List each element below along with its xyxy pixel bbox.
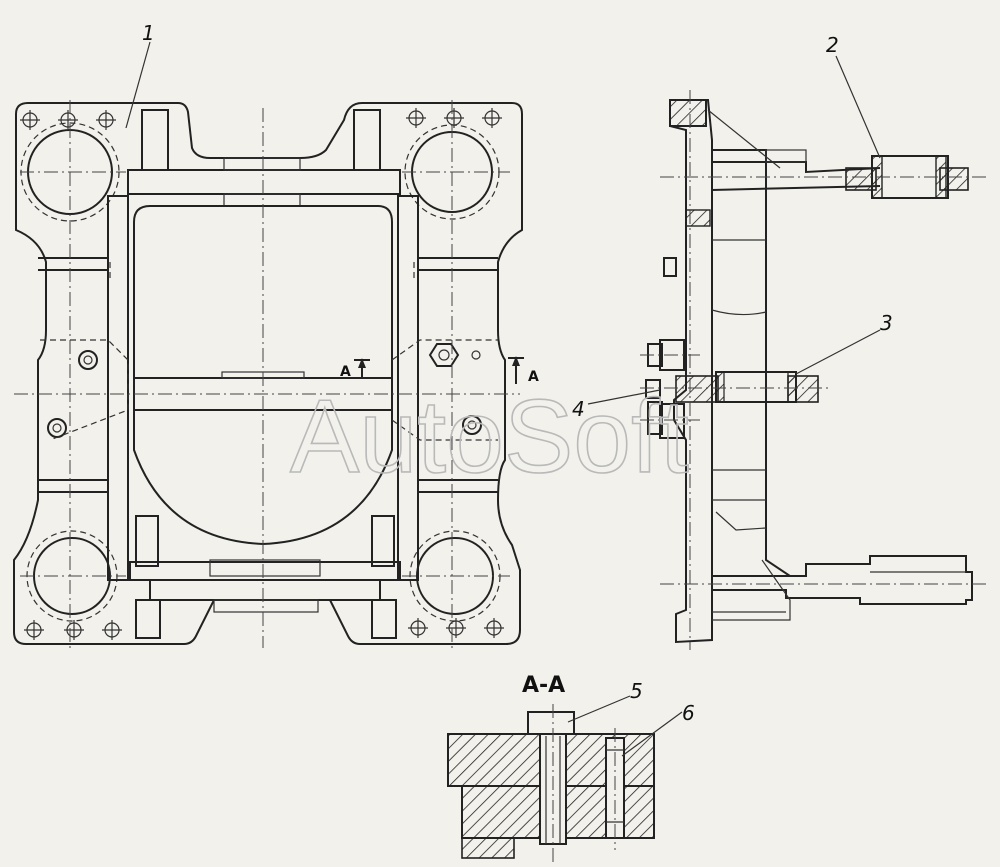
bushing-3-assembly <box>645 339 819 439</box>
watermark-text: AutoSoft <box>290 379 689 495</box>
side-view <box>640 90 990 650</box>
callout-4-label: 4 <box>572 397 585 421</box>
section-arrow-left: A <box>340 358 370 380</box>
callout-3: 3 <box>795 311 893 375</box>
callout-6: 6 <box>621 701 695 757</box>
bolt-holes-top <box>20 108 502 130</box>
callout-5: 5 <box>567 679 643 723</box>
section-title: A-A <box>522 673 565 698</box>
callout-1: 1 <box>125 21 155 129</box>
callout-1-label: 1 <box>142 21 155 45</box>
front-view-frame <box>13 100 523 648</box>
callout-4: 4 <box>572 389 661 421</box>
callout-2-label: 2 <box>826 33 839 57</box>
bolt-5 <box>527 704 575 862</box>
section-mark-left: A <box>340 364 351 380</box>
section-a-a: A-A <box>447 673 655 862</box>
callout-2: 2 <box>826 33 881 159</box>
bolt-holes-bottom <box>24 618 504 640</box>
callout-5-label: 5 <box>630 679 643 703</box>
callout-6-label: 6 <box>682 701 695 725</box>
section-mark-right: A <box>528 369 539 385</box>
pin-6 <box>605 728 625 850</box>
callout-3-label: 3 <box>880 311 893 335</box>
section-arrow-right: A <box>508 356 539 385</box>
